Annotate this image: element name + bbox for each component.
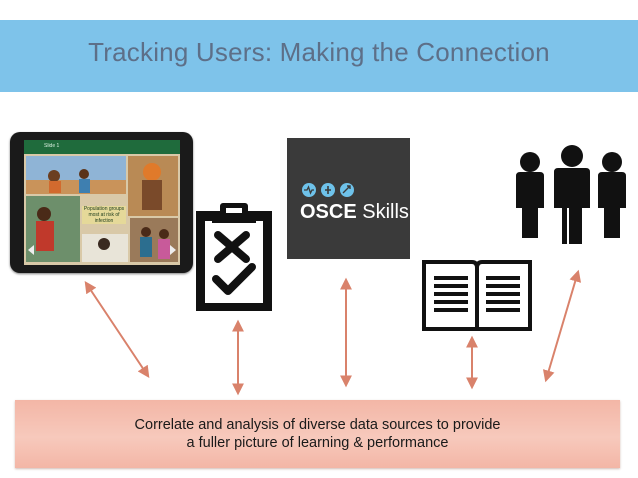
osce-skills-logo: OSCE Skills [287, 138, 410, 259]
people-group-icon [516, 145, 626, 244]
arrow-tablet [84, 281, 150, 378]
summary-line-1: Correlate and analysis of diverse data s… [134, 417, 501, 433]
tablet-photo-collage [24, 154, 180, 265]
arrow-people [542, 269, 582, 383]
osce-name-light: Skills [356, 201, 409, 223]
clipboard-checklist-icon [196, 203, 272, 311]
tablet-screen-header: Slide 1 [24, 140, 180, 154]
tablet-screen: Slide 1 Population groups m [24, 140, 180, 265]
tablet-header-text: Slide 1 [44, 143, 60, 149]
open-book-icon [422, 260, 532, 331]
tablet-caption: Population groups most at risk of infect… [82, 206, 126, 224]
title-banner: Tracking Users: Making the Connection [0, 20, 638, 92]
osce-name-bold: OSCE [300, 201, 357, 223]
tablet-icon: Slide 1 Population groups m [10, 132, 193, 273]
summary-line-2: a fuller picture of learning & performan… [186, 435, 449, 451]
summary-box: Correlate and analysis of diverse data s… [15, 400, 620, 468]
osce-skills-wordmark: OSCE Skills [300, 201, 409, 224]
slide-title: Tracking Users: Making the Connection [88, 36, 550, 67]
osce-dots-icon [302, 183, 354, 197]
